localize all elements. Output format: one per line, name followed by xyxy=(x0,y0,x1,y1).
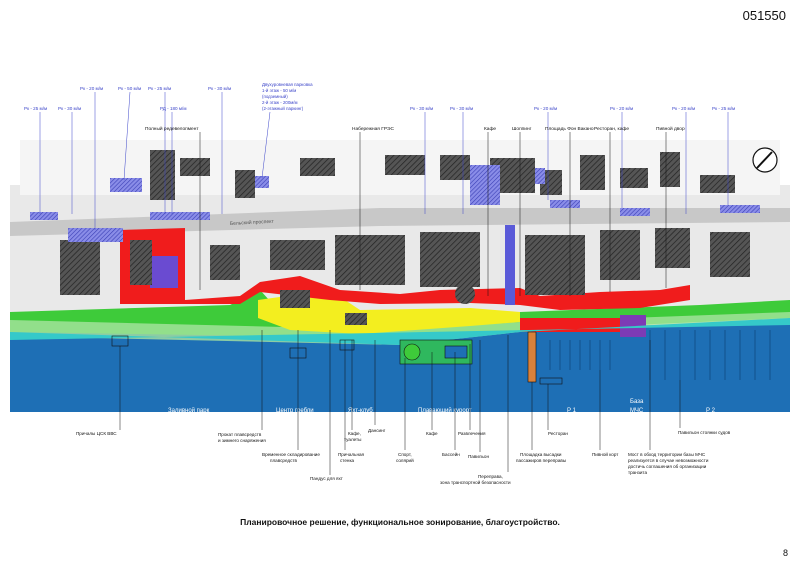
label-rental-2: и зимнего снаряжения xyxy=(218,438,266,443)
svg-text:Прокат плавсредств и зим: Прокат плавсредств и зимнего снаряжения xyxy=(218,432,266,443)
label-cafe-wc-1: Кафе, xyxy=(348,431,361,436)
top-label: Рк - 25 м/м xyxy=(24,106,47,111)
map-label: Причалы ЦСК ВВС xyxy=(76,431,117,436)
map-label: Шоппинг xyxy=(512,126,532,132)
map-label: Плавающий курорт xyxy=(418,407,472,414)
map-label: Полный редевелопмент xyxy=(145,125,199,132)
parking-note: Двухуровневая парковка 1-й этаж - 50 м/м… xyxy=(262,82,313,111)
map-label: Р 2 xyxy=(706,408,716,414)
yellow-zone xyxy=(258,290,520,334)
map-label: (2-этажный паркинг) xyxy=(262,106,304,111)
north-arrow-icon xyxy=(752,147,778,173)
svg-text:Спорт, солярий: Спорт, солярий xyxy=(396,452,414,463)
mid-labels: Полный редевелопмент Набережная ГРЭС Каф… xyxy=(145,125,685,132)
cyan-bank xyxy=(10,318,790,345)
bottom-labels: Причалы ЦСК ВВС Прокат плавсредств и зим… xyxy=(76,428,731,485)
top-label: Рк - 20 м/м xyxy=(610,106,633,111)
parking-lots xyxy=(30,165,760,242)
top-labels: Рк - 25 м/м Рк - 30 м/м Рк - 20 м/м Рк -… xyxy=(24,86,735,111)
label-wall-1: Причальная xyxy=(338,452,365,457)
label-storage-1: Временное складирование xyxy=(262,452,320,457)
svg-text:Временное складирование: Временное складирование плавсредств xyxy=(262,452,321,463)
label-crossing-1: Переправа, xyxy=(478,474,503,479)
map-label: Павильон стоянки судов xyxy=(678,430,731,435)
map-label: Двухуровневая парковка xyxy=(262,82,313,87)
zone-labels: Заливной парк Центр гребли Яхт-клуб Плав… xyxy=(168,399,716,414)
map-label: 2-й этаж - 200м/м xyxy=(262,100,298,105)
map-label: Развлечения xyxy=(458,431,486,436)
map-label: МЧС xyxy=(630,408,644,414)
bottom-leaders xyxy=(119,330,681,475)
top-label: РД - 180 м/м xyxy=(160,106,186,111)
figure-caption: Планировочное решение, функциональное зо… xyxy=(240,517,560,527)
street-label: Бельский проспект xyxy=(230,218,275,227)
map-label: Р 1 xyxy=(567,408,577,414)
label-sport-2: солярий xyxy=(396,457,414,463)
map-label: Центр гребли xyxy=(276,408,314,414)
map-label: Кафе xyxy=(426,431,438,436)
label-bridge-3: достичь соглашения об организации xyxy=(628,464,707,469)
map-label: Пандус для яхт xyxy=(310,476,344,481)
buildings xyxy=(60,150,750,325)
svg-text:Мост в обход территории базы М: Мост в обход территории базы МЧС реализу… xyxy=(628,452,710,475)
map-label: Ресторан, кафе xyxy=(594,126,629,132)
map-label: Бассейн xyxy=(442,451,460,457)
map-label: (подземный) xyxy=(262,94,288,99)
blue-walkway xyxy=(505,225,515,305)
map-label: Набережная ГРЭС xyxy=(352,126,394,132)
label-wall-2: стенка xyxy=(340,458,355,463)
label-bridge-1: Мост в обход территории базы МЧС xyxy=(628,452,706,457)
label-bridge-4: транзита xyxy=(628,470,647,475)
top-label: Рк - 25 м/м xyxy=(712,106,735,111)
top-label: Рк - 20 м/м xyxy=(534,106,557,111)
red-zone xyxy=(120,228,690,310)
map-label: Ресторан xyxy=(548,431,568,436)
page-number: 8 xyxy=(782,548,788,558)
top-label: Рк - 25 м/м xyxy=(148,86,171,91)
top-leaders xyxy=(39,91,729,230)
svg-text:Причальная стенка: Причальная стенка xyxy=(338,452,365,463)
top-label: Рк - 30 м/м xyxy=(410,106,433,111)
map-label: Пивной двор xyxy=(656,125,685,132)
map-label: 1-й этаж - 50 м/м xyxy=(262,88,296,93)
map-label: Дансинг xyxy=(368,428,386,433)
label-landing-1: Площадка высадки xyxy=(520,452,562,457)
top-label: Рк - 30 м/м xyxy=(208,86,231,91)
top-label: Рк - 20 м/м xyxy=(80,86,103,91)
top-label: Рк - 20 м/м xyxy=(672,106,695,111)
svg-text:Переправа, зона транспор: Переправа, зона транспортной безопасност… xyxy=(440,474,511,485)
top-label: Рк - 30 м/м xyxy=(450,106,473,111)
svg-text:Кафе, туалеты: Кафе, туалеты xyxy=(344,431,362,442)
purple-block xyxy=(150,256,178,288)
label-rental-1: Прокат плавсредств xyxy=(218,432,262,437)
piers xyxy=(111,331,563,385)
map-label: Площадь Фон Вакано xyxy=(545,126,594,132)
label-cafe-wc-2: туалеты xyxy=(344,437,361,442)
top-label: Рк - 50 м/м xyxy=(118,86,141,91)
map-label: База xyxy=(630,399,644,405)
map-label: Заливной парк xyxy=(168,407,210,414)
document-code: 051550 xyxy=(742,8,786,23)
map-label: Павильон xyxy=(468,454,489,459)
purple-base xyxy=(620,315,646,337)
label-crossing-2: зона транспортной безопасности xyxy=(440,479,511,485)
top-label: Рк - 30 м/м xyxy=(58,106,81,111)
map-label: Пивной корт xyxy=(592,451,619,457)
mid-leaders xyxy=(199,132,667,296)
svg-text:Площадка высадки пассажи: Площадка высадки пассажиров переправы xyxy=(516,452,566,463)
label-storage-2: плавсредств xyxy=(270,458,297,463)
label-landing-2: пассажиров переправы xyxy=(516,458,566,463)
map-label: Яхт-клуб xyxy=(348,408,373,414)
label-sport-1: Спорт, xyxy=(398,452,412,457)
map-label: Кафе xyxy=(484,126,496,132)
label-bridge-2: реализуется в случае невозможности xyxy=(628,458,709,463)
